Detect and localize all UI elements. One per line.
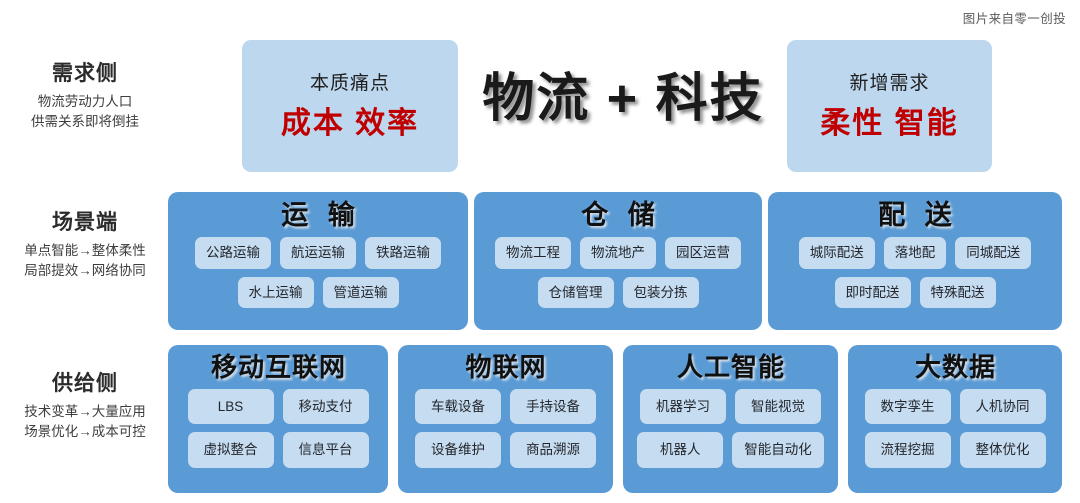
panel-mobile-internet: 移动互联网 LBS 移动支付 虚拟整合 信息平台	[168, 345, 388, 493]
pill-item[interactable]: 虚拟整合	[187, 432, 274, 468]
pill-item[interactable]: 物流地产	[580, 237, 656, 269]
pill-item[interactable]: 包装分拣	[622, 276, 699, 309]
row-label-scene-sub-line2: 局部提效→网络协同	[24, 262, 146, 278]
pill-item[interactable]: 特殊配送	[919, 276, 996, 309]
top-card-pain-point: 本质痛点 成本 效率	[242, 40, 458, 172]
pill-item[interactable]: 城际配送	[798, 237, 875, 269]
row-label-demand-sub-line2: 供需关系即将倒挂	[31, 113, 139, 129]
source-credit: 图片来自零一创投	[962, 12, 1066, 26]
panel-artificial-intelligence-row-2: 机器人 智能自动化	[623, 432, 838, 468]
row-label-scene: 场景端 单点智能→整体柔性 局部提效→网络协同	[0, 211, 170, 280]
panel-mobile-internet-row-2: 虚拟整合 信息平台	[168, 432, 388, 468]
pill-item[interactable]: 车载设备	[415, 388, 501, 425]
row-label-demand-subtitle: 物流劳动力人口 供需关系即将倒挂	[0, 92, 170, 131]
panel-mobile-internet-row-1: LBS 移动支付	[168, 388, 388, 425]
panel-big-data-row-1: 数字孪生 人机协同	[848, 388, 1062, 425]
panel-warehouse-title: 仓 储	[581, 200, 661, 230]
pill-item[interactable]: 机器人	[637, 432, 724, 468]
panel-iot-title: 物联网	[465, 352, 547, 382]
row-label-scene-title: 场景端	[52, 211, 118, 234]
row-label-demand: 需求侧 物流劳动力人口 供需关系即将倒挂	[0, 62, 170, 131]
pill-item[interactable]: 机器学习	[640, 388, 726, 425]
panel-delivery: 配 送 城际配送 落地配 同城配送 即时配送 特殊配送	[768, 192, 1062, 330]
row-label-supply-title: 供给侧	[52, 372, 118, 395]
panel-mobile-internet-title: 移动互联网	[210, 352, 346, 382]
panel-delivery-row-2: 即时配送 特殊配送	[768, 276, 1062, 309]
pill-item[interactable]: 流程挖掘	[864, 432, 951, 468]
pill-item[interactable]: 信息平台	[282, 432, 369, 468]
row-label-scene-sub-line1: 单点智能→整体柔性	[24, 243, 146, 259]
panel-delivery-title: 配 送	[878, 200, 958, 230]
panel-warehouse-row-2: 仓储管理 包装分拣	[474, 276, 762, 309]
pill-item[interactable]: 落地配	[883, 237, 947, 269]
top-card-pain-point-caption: 本质痛点	[309, 72, 390, 94]
pill-item[interactable]: 即时配送	[834, 276, 911, 309]
pill-item[interactable]: 手持设备	[510, 388, 596, 425]
pill-item[interactable]: 仓储管理	[537, 276, 614, 309]
panel-iot-row-1: 车载设备 手持设备	[398, 388, 613, 425]
pill-item[interactable]: 同城配送	[955, 237, 1032, 269]
top-card-new-demand-caption: 新增需求	[849, 72, 930, 94]
pill-item[interactable]: 水上运输	[237, 276, 314, 309]
panel-iot-row-2: 设备维护 商品溯源	[398, 432, 613, 468]
panel-warehouse: 仓 储 物流工程 物流地产 园区运营 仓储管理 包装分拣	[474, 192, 762, 330]
row-label-supply-sub-line2: 场景优化→成本可控	[24, 423, 146, 439]
pill-item[interactable]: 园区运营	[665, 237, 741, 269]
panel-big-data: 大数据 数字孪生 人机协同 流程挖掘 整体优化	[848, 345, 1062, 493]
panel-iot: 物联网 车载设备 手持设备 设备维护 商品溯源	[398, 345, 613, 493]
pill-item[interactable]: 物流工程	[495, 237, 571, 269]
top-card-new-demand: 新增需求 柔性 智能	[787, 40, 992, 172]
pill-item[interactable]: 智能自动化	[732, 432, 824, 468]
row-label-demand-title: 需求侧	[52, 62, 118, 85]
page-title: 物流 + 科技	[482, 70, 764, 128]
pill-item[interactable]: 人机协同	[959, 388, 1046, 425]
pill-item[interactable]: 整体优化	[959, 432, 1046, 468]
panel-big-data-title: 大数据	[914, 352, 996, 382]
top-card-new-demand-value: 柔性 智能	[820, 106, 959, 140]
panel-artificial-intelligence-row-1: 机器学习 智能视觉	[623, 388, 838, 425]
pill-item[interactable]: 智能视觉	[735, 388, 821, 425]
pill-item[interactable]: 铁路运输	[365, 237, 441, 269]
panel-transport-row-1: 公路运输 航运运输 铁路运输	[168, 237, 468, 269]
panel-artificial-intelligence: 人工智能 机器学习 智能视觉 机器人 智能自动化	[623, 345, 838, 493]
panel-warehouse-row-1: 物流工程 物流地产 园区运营	[474, 237, 762, 269]
row-label-supply-sub-line1: 技术变革→大量应用	[24, 404, 146, 420]
row-label-supply-subtitle: 技术变革→大量应用 场景优化→成本可控	[0, 402, 170, 441]
pill-item[interactable]: 商品溯源	[510, 432, 596, 468]
panel-big-data-row-2: 流程挖掘 整体优化	[848, 432, 1062, 468]
pill-item[interactable]: 数字孪生	[864, 388, 951, 425]
top-card-pain-point-value: 成本 效率	[280, 106, 420, 140]
panel-transport-title: 运 输	[281, 200, 361, 230]
panel-transport-row-2: 水上运输 管道运输	[168, 276, 468, 309]
panel-delivery-row-1: 城际配送 落地配 同城配送	[768, 237, 1062, 269]
row-label-scene-subtitle: 单点智能→整体柔性 局部提效→网络协同	[0, 241, 170, 280]
pill-item[interactable]: 管道运输	[322, 276, 399, 309]
panel-transport: 运 输 公路运输 航运运输 铁路运输 水上运输 管道运输	[168, 192, 468, 330]
row-label-demand-sub-line1: 物流劳动力人口	[37, 94, 133, 110]
pill-item[interactable]: 航运运输	[280, 237, 356, 269]
panel-artificial-intelligence-title: 人工智能	[676, 352, 785, 382]
row-label-supply: 供给侧 技术变革→大量应用 场景优化→成本可控	[0, 372, 170, 441]
pill-item[interactable]: 公路运输	[195, 237, 271, 269]
pill-item[interactable]: LBS	[187, 388, 274, 425]
pill-item[interactable]: 设备维护	[415, 432, 501, 468]
pill-item[interactable]: 移动支付	[282, 388, 369, 425]
